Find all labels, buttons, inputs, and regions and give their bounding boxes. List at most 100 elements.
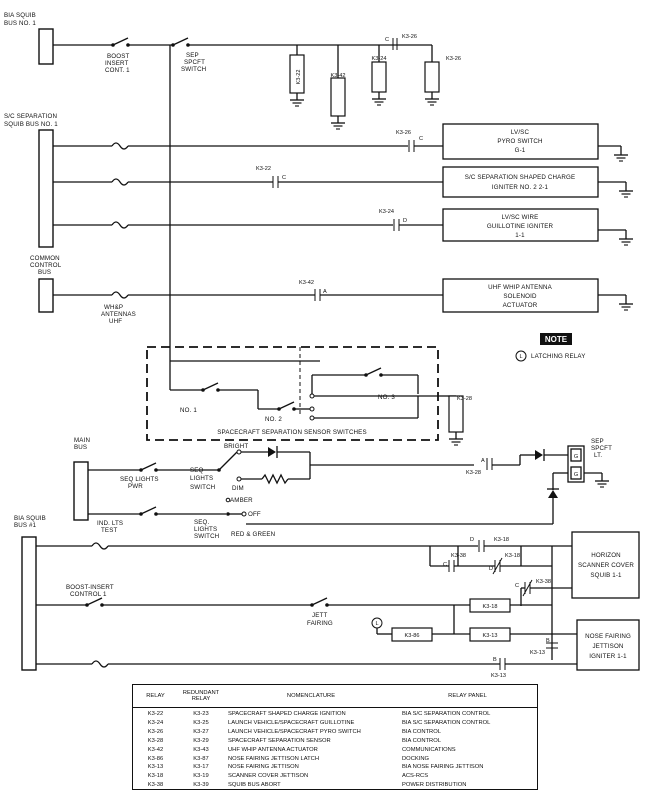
sensor-switch-no2: NO. 2 bbox=[258, 375, 315, 423]
svg-text:JETT: JETT bbox=[312, 612, 327, 619]
svg-text:SWITCH: SWITCH bbox=[194, 533, 219, 540]
relay-k3-13-contact-bottom: B K3-13 bbox=[491, 657, 506, 679]
svg-text:A: A bbox=[481, 458, 485, 464]
sc-separation-squib-bus bbox=[38, 129, 54, 248]
svg-text:UHF: UHF bbox=[109, 318, 122, 325]
svg-text:UHF WHIP ANTENNA: UHF WHIP ANTENNA bbox=[488, 284, 553, 291]
cell-relay-panel: DOCKING bbox=[402, 755, 430, 762]
boost-insert-cont-switch bbox=[111, 37, 130, 47]
svg-text:LV/SC: LV/SC bbox=[511, 129, 530, 136]
svg-text:JETTISON: JETTISON bbox=[592, 643, 623, 650]
svg-text:IGNITER NO. 2 2-1: IGNITER NO. 2 2-1 bbox=[492, 184, 549, 191]
svg-text:IGNITER 1-1: IGNITER 1-1 bbox=[589, 653, 627, 660]
cell-relay-panel: BIA S/C SEPARATION CONTROL bbox=[402, 719, 491, 726]
svg-text:K3-22: K3-22 bbox=[296, 70, 302, 85]
cell-relay-panel: BIA NOSE FAIRING JETTISON bbox=[402, 764, 484, 771]
relay-k3-22-contact: K3-22 C bbox=[256, 166, 286, 188]
boost-insert-control-label: BOOST-INSERT CONTROL 1 bbox=[66, 584, 114, 598]
svg-text:K3-42: K3-42 bbox=[331, 73, 346, 79]
fuse-uhf bbox=[53, 291, 129, 299]
svg-text:K3-22: K3-22 bbox=[256, 166, 271, 172]
cell-nomenclature: NOSE FAIRING JETTISON bbox=[228, 764, 299, 771]
cell-relay: K3-24 bbox=[147, 719, 164, 726]
cell-nomenclature: UHF WHIP ANTENNA ACTUATOR bbox=[228, 746, 318, 753]
svg-text:LT.: LT. bbox=[594, 452, 602, 459]
svg-text:K3-26: K3-26 bbox=[396, 130, 411, 136]
svg-text:S/C SEPARATION: S/C SEPARATION bbox=[4, 113, 57, 120]
cell-redundant-relay: K3-19 bbox=[193, 773, 209, 780]
cell-redundant-relay: K3-27 bbox=[193, 728, 209, 735]
boost-insert-cont-label: BOOST INSERT CONT. 1 bbox=[105, 53, 130, 74]
nose-fairing-igniter-box: NOSE FAIRING JETTISON IGNITER 1-1 bbox=[576, 619, 640, 671]
cell-relay: K3-28 bbox=[147, 737, 164, 744]
wh-antennas-uhf-label: WH&P ANTENNAS UHF bbox=[101, 304, 136, 325]
svg-text:C: C bbox=[443, 562, 447, 568]
sensor-switch-no1: NO. 1 bbox=[170, 382, 259, 414]
svg-text:NOTE: NOTE bbox=[545, 335, 568, 344]
relay-k3-18-contact-d: D K3-18 bbox=[470, 537, 509, 552]
seq-lights-switch-upper: SEQ LIGHTS SWITCH BRIGHT DIM bbox=[190, 443, 248, 492]
svg-text:S/C SEPARATION SHAPED CHARGE: S/C SEPARATION SHAPED CHARGE bbox=[465, 174, 576, 181]
svg-text:WH&P: WH&P bbox=[104, 304, 123, 311]
svg-text:DIM: DIM bbox=[232, 485, 244, 492]
svg-text:K3-42: K3-42 bbox=[299, 280, 314, 286]
svg-text:LIGHTS: LIGHTS bbox=[194, 526, 217, 533]
svg-text:G-1: G-1 bbox=[515, 147, 526, 154]
dim-resistor bbox=[241, 473, 310, 485]
fuse-horizon bbox=[36, 542, 109, 550]
svg-text:BIA SQUIB: BIA SQUIB bbox=[14, 515, 46, 522]
cell-relay-panel: BIA S/C SEPARATION CONTROL bbox=[402, 711, 491, 717]
cell-redundant-relay: K3-17 bbox=[193, 764, 209, 771]
svg-text:K3-28: K3-28 bbox=[457, 396, 472, 402]
svg-text:BUS #1: BUS #1 bbox=[14, 522, 37, 529]
bia-squib-bus-lower bbox=[21, 536, 37, 671]
svg-text:BUS NO. 1: BUS NO. 1 bbox=[4, 20, 36, 27]
cell-nomenclature: SCANNER COVER JETTISON bbox=[228, 773, 309, 780]
relay-k3-26-contact: K3-26 C bbox=[396, 130, 423, 152]
svg-text:CONTROL 1: CONTROL 1 bbox=[70, 591, 107, 598]
svg-text:AMBER: AMBER bbox=[230, 497, 253, 504]
cell-relay-panel: ACS-RCS bbox=[402, 773, 429, 780]
lv-sc-pyro-switch-box: LV/SC PYRO SWITCH G-1 bbox=[442, 123, 599, 160]
svg-text:D: D bbox=[403, 218, 407, 224]
relay-k3-42-coil: K3-42 bbox=[330, 45, 346, 130]
svg-text:K3-26: K3-26 bbox=[402, 34, 417, 40]
latching-symbol: L bbox=[371, 617, 383, 629]
cell-redundant-relay: K3-87 bbox=[193, 755, 209, 762]
svg-text:K3-18: K3-18 bbox=[483, 604, 498, 610]
shaped-charge-igniter-box: S/C SEPARATION SHAPED CHARGE IGNITER NO.… bbox=[442, 166, 599, 198]
cell-redundant-relay: K3-23 bbox=[193, 711, 209, 717]
relay-k3-24-coil: K3-24 bbox=[371, 45, 387, 106]
svg-text:L: L bbox=[375, 621, 378, 627]
svg-text:K3-13: K3-13 bbox=[530, 650, 545, 656]
relay-k3-26-contact-top: C K3-26 bbox=[385, 34, 417, 50]
relay-k3-28-coil: K3-28 bbox=[440, 395, 472, 446]
relay-k3-38-contact-c: C K3-38 bbox=[515, 579, 572, 606]
cell-relay: K3-86 bbox=[147, 755, 164, 762]
fuse-shaped-charge bbox=[53, 178, 129, 186]
svg-text:SWITCH: SWITCH bbox=[190, 484, 215, 491]
relay-k3-22-coil: K3-22 bbox=[289, 45, 305, 107]
cell-nomenclature: SQUIB BUS ABORT bbox=[228, 782, 281, 789]
svg-text:PYRO SWITCH: PYRO SWITCH bbox=[497, 138, 542, 145]
svg-text:PWR: PWR bbox=[128, 483, 143, 490]
svg-text:SQUIB BUS NO. 1: SQUIB BUS NO. 1 bbox=[4, 121, 58, 128]
seq-lights-switch-lower: AMBER OFF SEQ. LIGHTS SWITCH RED & GREEN bbox=[194, 497, 275, 540]
cell-relay-panel: COMMUNICATIONS bbox=[402, 746, 456, 753]
svg-text:NO. 3: NO. 3 bbox=[378, 394, 395, 401]
svg-text:K3-86: K3-86 bbox=[405, 633, 420, 639]
svg-text:G: G bbox=[574, 472, 578, 478]
svg-text:LIGHTS: LIGHTS bbox=[190, 475, 213, 482]
svg-text:SCANNER COVER: SCANNER COVER bbox=[578, 562, 634, 569]
svg-text:SPCFT: SPCFT bbox=[184, 59, 205, 66]
sensor-switches-group bbox=[146, 346, 439, 441]
relay-k3-38-18-network: C K3-38 D K3-18 bbox=[429, 546, 553, 606]
svg-text:NO. 1: NO. 1 bbox=[180, 407, 197, 414]
cell-nomenclature: LAUNCH VEHICLE/SPACECRAFT PYRO SWITCH bbox=[228, 728, 361, 735]
